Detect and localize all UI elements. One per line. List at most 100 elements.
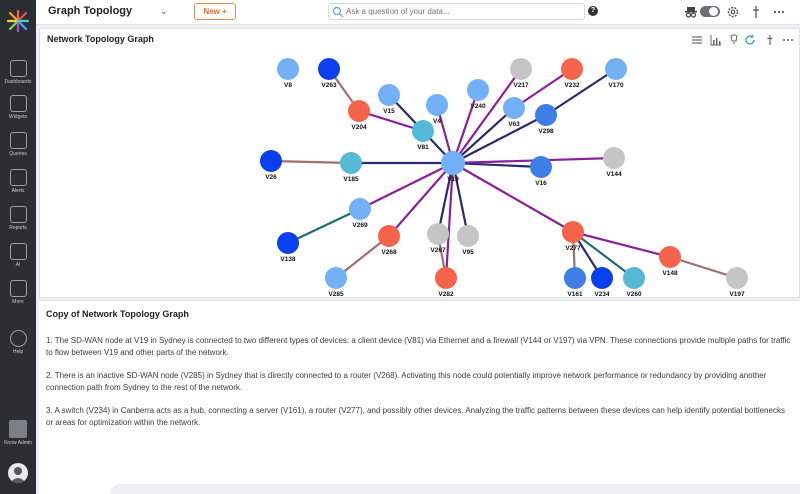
pin-icon[interactable] [749,5,763,19]
node-V197[interactable]: V197 [726,267,748,297]
node-circle[interactable] [435,267,457,289]
pin-icon[interactable] [764,34,776,46]
new-button[interactable]: New + [194,3,236,20]
sidebar-item-ai[interactable]: AI [0,243,36,268]
node-V263[interactable]: V263 [318,58,340,89]
node-V232[interactable]: V232 [561,58,583,89]
queries-icon [9,132,27,149]
node-circle[interactable] [427,223,449,245]
sidebar-item-reports[interactable]: Reports [0,206,36,231]
sidebar-item-help[interactable]: Help [0,330,36,355]
incognito-icon[interactable] [684,5,698,19]
node-circle[interactable] [603,147,625,169]
node-circle[interactable] [510,58,532,80]
node-V170[interactable]: V170 [605,58,627,89]
node-label: V185 [343,176,359,183]
insights-icon[interactable] [728,34,740,46]
node-V148[interactable]: V148 [659,246,681,277]
gear-icon[interactable] [726,5,740,19]
sidebar-item-more[interactable]: More [0,280,36,305]
node-circle[interactable] [340,152,362,174]
node-V277[interactable]: V277 [562,221,584,252]
help-icon [9,330,27,347]
user-icon[interactable] [9,420,27,438]
node-V267[interactable]: V267 [427,223,449,254]
avatar[interactable] [8,463,28,483]
edge-V19-V95 [451,162,470,237]
node-V144[interactable]: V144 [603,147,625,178]
node-circle[interactable] [457,225,479,247]
node-V298[interactable]: V298 [535,104,557,135]
node-circle[interactable] [605,58,627,80]
summary-panel: Copy of Network Topology Graph 1. The SD… [39,300,800,494]
node-V285[interactable]: V285 [325,267,347,297]
node-V185[interactable]: V185 [340,152,362,183]
node-V16[interactable]: V16 [530,156,552,187]
node-circle[interactable] [535,104,557,126]
search-box[interactable] [328,3,585,20]
node-V4[interactable]: V4 [426,94,448,125]
node-V282[interactable]: V282 [435,267,457,297]
chevron-down-icon[interactable]: ⌄ [160,6,168,16]
node-V15[interactable]: V15 [378,84,400,115]
node-label: V26 [265,174,277,181]
sidebar-item-queries[interactable]: Queries [0,132,36,157]
edge-V81-V204 [358,109,424,133]
more-options-icon[interactable] [782,34,794,46]
node-circle[interactable] [348,100,370,122]
node-V260[interactable]: V260 [623,267,645,297]
search-input[interactable] [346,5,576,18]
node-circle[interactable] [260,150,282,172]
page-title-select[interactable]: Graph Topology [48,5,133,17]
menu-icon[interactable] [691,34,703,46]
help-icon[interactable]: ? [588,6,598,16]
mode-toggle[interactable] [700,6,720,17]
refresh-icon[interactable] [744,34,756,46]
node-circle[interactable] [318,58,340,80]
node-circle[interactable] [591,267,613,289]
node-circle[interactable] [349,198,371,220]
node-V95[interactable]: V95 [457,225,479,256]
sidebar-item-alerts[interactable]: Alerts [0,169,36,194]
node-circle[interactable] [530,156,552,178]
node-circle[interactable] [441,151,465,175]
node-circle[interactable] [467,79,489,101]
sidebar-item-widgets[interactable]: Widgets [0,95,36,120]
avatar-person-icon [10,467,26,483]
node-circle[interactable] [623,267,645,289]
node-circle[interactable] [726,267,748,289]
node-V138[interactable]: V138 [277,232,299,263]
node-V19[interactable]: V19 [441,151,465,183]
edge-V26-V185 [270,159,352,165]
node-circle[interactable] [378,84,400,106]
node-V204[interactable]: V204 [348,100,370,131]
bar-chart-icon[interactable] [710,34,722,46]
node-V161[interactable]: V161 [564,267,586,297]
sidebar-item-dashboards[interactable]: Dashboards [0,60,36,85]
node-circle[interactable] [378,225,400,247]
more-options-icon[interactable] [772,5,786,19]
node-circle[interactable] [562,221,584,243]
node-V63[interactable]: V63 [503,97,525,128]
node-circle[interactable] [277,232,299,254]
app-logo-icon[interactable] [7,10,29,32]
node-V217[interactable]: V217 [510,58,532,89]
node-circle[interactable] [426,94,448,116]
node-V268[interactable]: V268 [378,225,400,256]
ai-icon [9,243,27,260]
node-circle[interactable] [659,246,681,268]
node-V81[interactable]: V81 [412,120,434,151]
node-V240[interactable]: V240 [467,79,489,110]
node-V234[interactable]: V234 [591,267,613,297]
node-circle[interactable] [564,267,586,289]
node-circle[interactable] [561,58,583,80]
node-circle[interactable] [412,120,434,142]
node-V26[interactable]: V26 [260,150,282,181]
node-V8[interactable]: V8 [277,58,299,89]
node-circle[interactable] [503,97,525,119]
node-circle[interactable] [277,58,299,80]
node-circle[interactable] [325,267,347,289]
search-ai-icon [332,6,344,18]
node-V269[interactable]: V269 [349,198,371,229]
